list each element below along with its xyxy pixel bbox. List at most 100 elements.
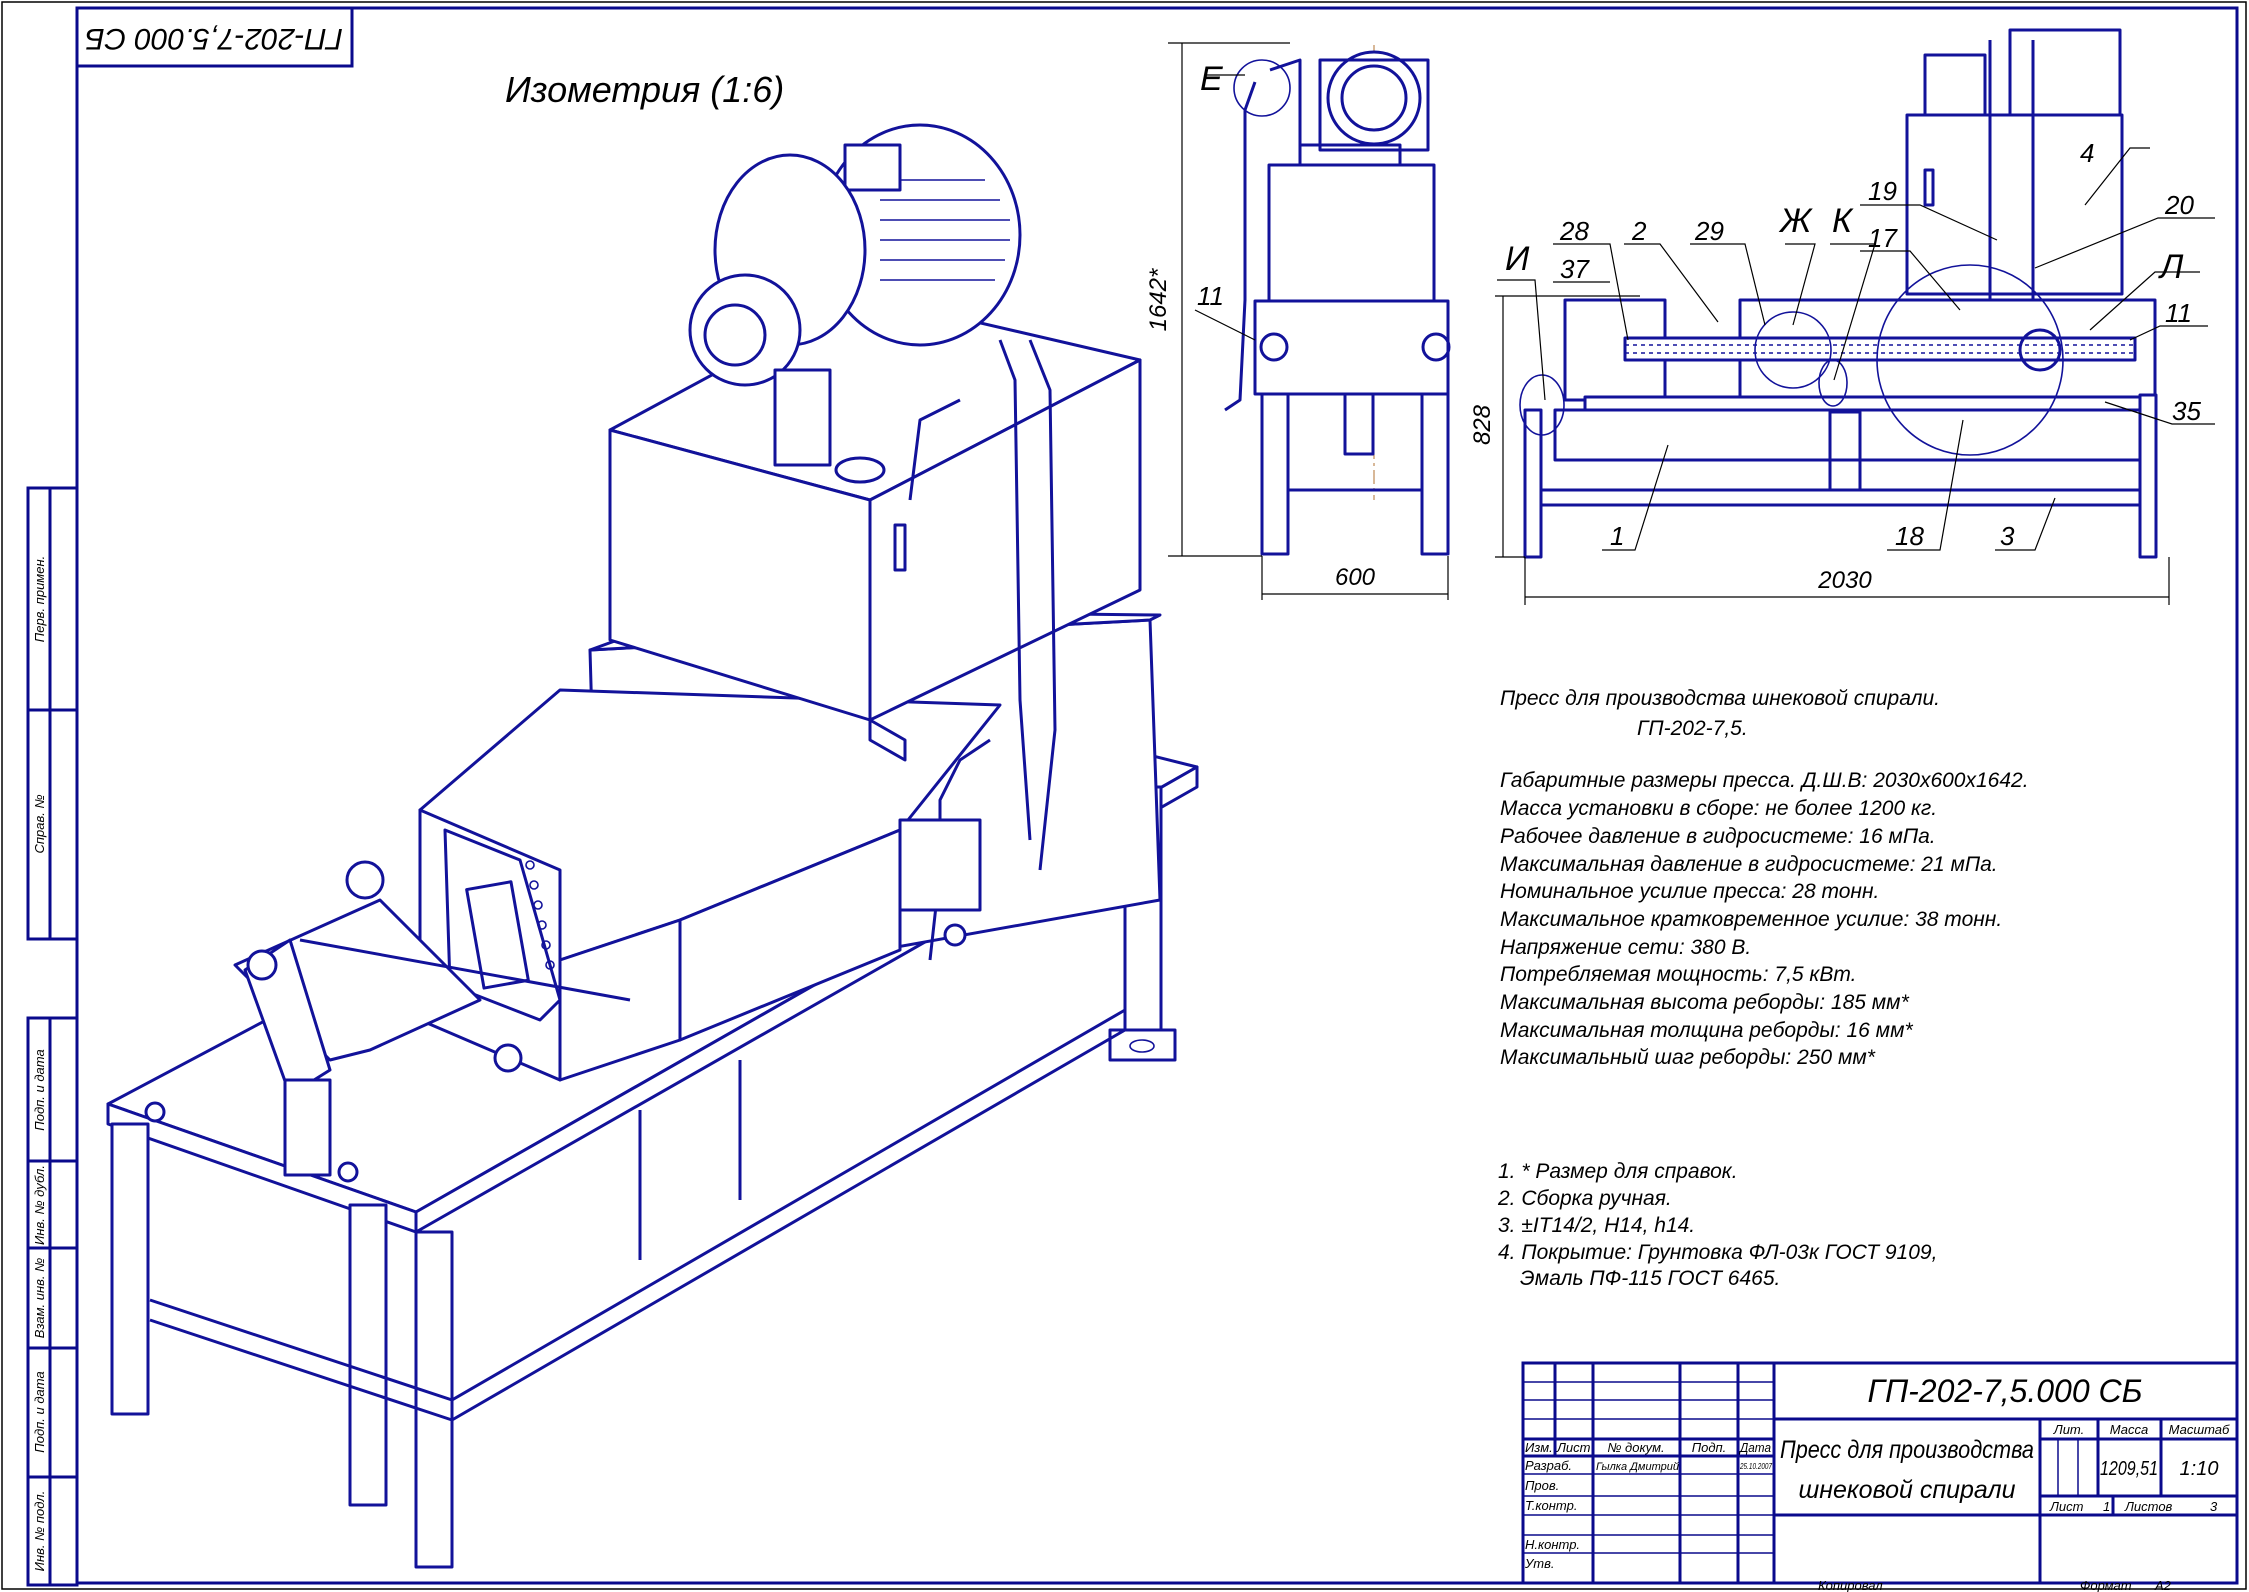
detail-circle-E <box>1233 59 1291 117</box>
lit-label: Лит. <box>2053 1422 2084 1437</box>
header-list: Лист <box>1556 1440 1591 1455</box>
role-norm-control: Н.контр. <box>1525 1537 1580 1552</box>
side-label: Справ. № <box>32 794 47 853</box>
notes: 1. * Размер для справок. 2. Сборка ручна… <box>1497 1160 1937 1290</box>
side-label: Перв. примен. <box>32 556 47 642</box>
callout-3: 3 <box>2000 521 2015 551</box>
side-label: Инв. № дубл. <box>32 1165 47 1245</box>
sheets-value: 3 <box>2210 1499 2218 1514</box>
spec-item: Максимальная давление в гидросистеме: 21… <box>1500 853 1998 876</box>
tank <box>1267 163 1436 303</box>
pipe <box>1224 81 1257 412</box>
title-block: ГП-202-7,5.000 СБ Пресс для производства… <box>1521 1361 2239 1592</box>
callout-1: 1 <box>1610 521 1624 551</box>
note: 2. Сборка ручная. <box>1497 1187 1672 1210</box>
sheet-label: Лист <box>2049 1499 2084 1514</box>
dim-length: 2030 <box>1817 567 1872 594</box>
terminal-box <box>843 143 902 192</box>
sheet-value: 1 <box>2103 1499 2110 1514</box>
base <box>1253 299 1450 396</box>
front-view: 1642* 600 Е 11 <box>1145 42 1451 600</box>
callout-19: 19 <box>1868 176 1897 206</box>
detail-circle-K <box>1818 359 1848 407</box>
role-approved: Утв. <box>1524 1556 1555 1571</box>
side-label: Подп. и дата <box>32 1371 47 1452</box>
side-label: Взам. инв. № <box>32 1258 47 1338</box>
view-title: Изометрия (1:6) <box>505 69 784 110</box>
leg <box>1523 408 1543 559</box>
pipe <box>998 339 1032 841</box>
callout-11: 11 <box>2165 298 2192 328</box>
callout-37: 37 <box>1560 254 1590 284</box>
callout-K: К <box>1832 202 1854 240</box>
mass-value: 1209,51 <box>2100 1458 2158 1480</box>
dim-height: 1642* <box>1145 268 1172 331</box>
format-label: Формат <box>2080 1578 2132 1592</box>
dim-width: 600 <box>1335 564 1376 591</box>
bed <box>1553 408 2142 462</box>
callout-18: 18 <box>1895 521 1924 551</box>
spec-item: Максимальный шаг реборды: 250 мм* <box>1500 1046 1876 1069</box>
note: 3. ±IT14/2, H14, h14. <box>1498 1214 1695 1237</box>
spec-item: Номинальное усилие пресса: 28 тонн. <box>1500 880 1879 903</box>
nut <box>246 949 278 981</box>
leg <box>2138 393 2158 559</box>
foot-plate <box>1108 1028 1177 1062</box>
callout-35: 35 <box>2172 396 2201 426</box>
pipe <box>1028 339 1057 871</box>
spec-item: Максимальная толщина реборды: 16 мм* <box>1500 1019 1913 1042</box>
spec-item: Потребляемая мощность: 7,5 кВт. <box>1500 963 1856 986</box>
tank <box>1905 113 2124 296</box>
spec-item: Масса установки в сборе: не более 1200 к… <box>1500 797 1937 820</box>
header-izm: Изм. <box>1525 1440 1553 1455</box>
role-tech-control: Т.контр. <box>1525 1498 1577 1513</box>
isometric-view <box>106 123 1199 1569</box>
header-date: Дата <box>1738 1440 1771 1455</box>
callout-11: 11 <box>1197 281 1224 311</box>
callout-Zh: Ж <box>1778 202 1813 240</box>
scale-value: 1:10 <box>2180 1458 2219 1480</box>
callout-2: 2 <box>1631 216 1647 246</box>
product-name-line2: шнековой спирали <box>1798 1476 2015 1504</box>
specs: Пресс для производства шнековой спирали.… <box>1500 687 2029 1069</box>
side-label: Инв. № подл. <box>32 1491 47 1572</box>
callout-17: 17 <box>1868 223 1898 253</box>
format-value: А2 <box>2154 1578 2172 1592</box>
product-name-line1: Пресс для производства <box>1780 1436 2034 1464</box>
spec-item: Напряжение сети: 380 В. <box>1500 936 1751 959</box>
scale-label: Масштаб <box>2169 1422 2230 1437</box>
valve-block <box>898 818 982 912</box>
callout-L: Л <box>2158 248 2184 286</box>
leg <box>1420 392 1450 556</box>
header-doc: № докум. <box>1607 1440 1664 1455</box>
side-view: 828 2030 И 28 37 2 29 Ж К 17 19 <box>1469 28 2215 605</box>
pump <box>688 273 802 387</box>
table-leg <box>110 1122 150 1416</box>
detail-circle-Zh <box>1754 311 1832 389</box>
header-sign: Подп. <box>1692 1440 1727 1455</box>
note: 4. Покрытие: Грунтовка ФЛ-03к ГОСТ 9109, <box>1498 1241 1937 1264</box>
role-checker: Пров. <box>1525 1478 1559 1493</box>
developer-name: Гылка Дмитрий <box>1596 1461 1679 1473</box>
top-stamp: ГП-202-7,5.000 СБ <box>75 6 354 68</box>
specs-model: ГП-202-7,5. <box>1637 717 1748 740</box>
spec-item: Габаритные размеры пресса. Д.Ш.В: 2030х6… <box>1500 769 2029 792</box>
spec-item: Максимальная высота реборды: 185 мм* <box>1500 991 1910 1014</box>
nut <box>493 1043 523 1073</box>
dim-bed-height: 828 <box>1469 404 1496 445</box>
note: 1. * Размер для справок. <box>1498 1160 1738 1183</box>
callout-E: Е <box>1200 60 1223 98</box>
callout-29: 29 <box>1694 216 1724 246</box>
role-developer: Разраб. <box>1525 1458 1572 1473</box>
callout-I: И <box>1505 240 1530 278</box>
table-leg <box>348 1203 388 1507</box>
leg <box>1260 392 1290 556</box>
spec-item: Рабочее давление в гидросистеме: 16 мПа. <box>1500 825 1936 848</box>
mass-label: Масса <box>2110 1422 2148 1437</box>
side-column: Перв. примен. Справ. № Подп. и дата Инв.… <box>26 486 79 1587</box>
detail-circle-I <box>1519 374 1565 436</box>
callout-20: 20 <box>2164 190 2194 220</box>
side-label: Подп. и дата <box>32 1049 47 1130</box>
spec-item: Максимальное кратковременное усилие: 38 … <box>1500 908 2002 931</box>
